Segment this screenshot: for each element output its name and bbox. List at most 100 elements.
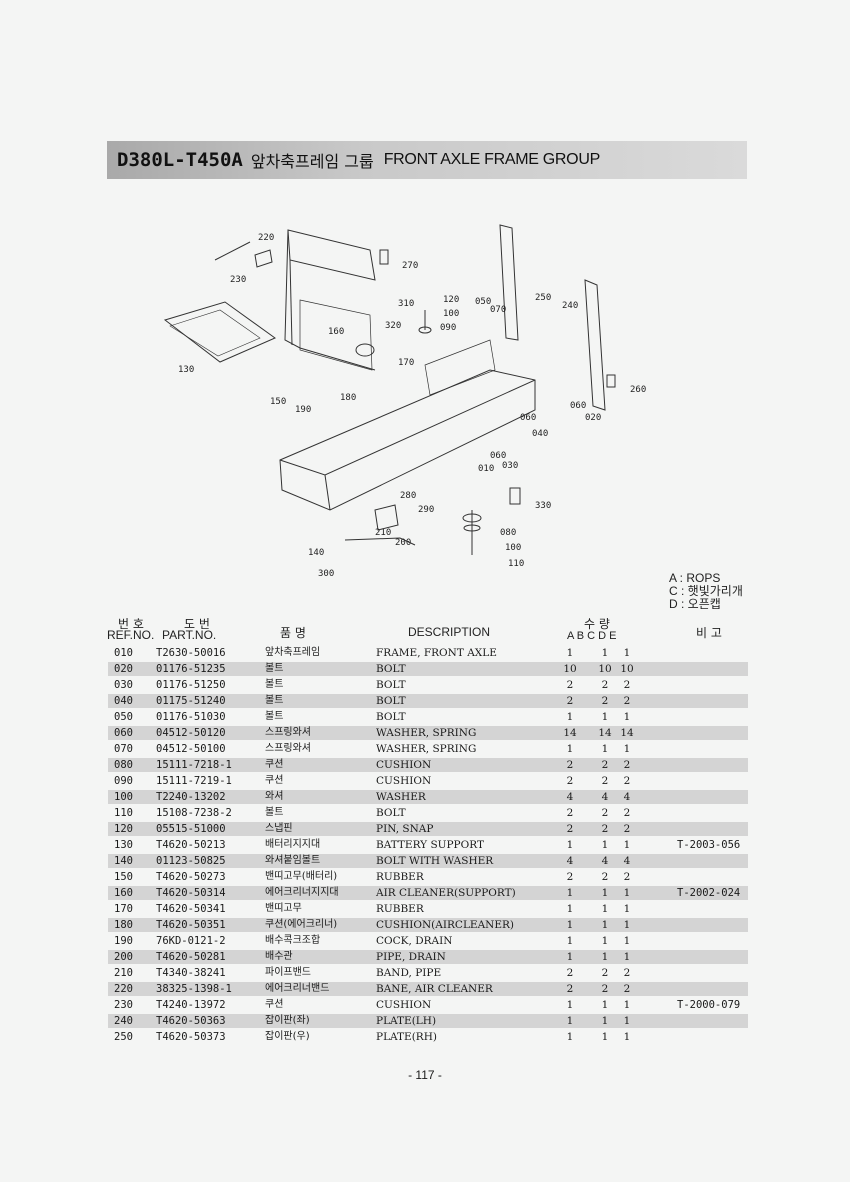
part-no-cell: T4240-13972 [156, 999, 226, 1011]
qty-a-cell: 10 [563, 663, 577, 675]
description-cell: CUSHION [376, 759, 432, 771]
qty-a-cell: 2 [566, 695, 574, 707]
ref-no-cell: 250 [114, 1031, 133, 1043]
description-cell: FRAME, FRONT AXLE [376, 647, 497, 659]
part-no-cell: 04512-50100 [156, 743, 226, 755]
legend-a: A : ROPS [669, 571, 721, 585]
front-axle-frame-corner [324, 474, 331, 511]
part-no-cell: 05515-51000 [156, 823, 226, 835]
part-no-cell: 01176-51250 [156, 679, 226, 691]
qty-c-cell: 2 [601, 759, 609, 771]
ref-no-cell: 020 [114, 663, 133, 675]
plate-lh-shape [584, 279, 606, 411]
korean-name-cell: 에어크리너밴드 [265, 983, 330, 994]
korean-name-cell: 와셔 [265, 791, 284, 802]
korean-name-cell: 잡이판(좌) [265, 1015, 310, 1026]
header-quantity-columns: A B C D E [567, 630, 617, 642]
part-no-cell: 01123-50825 [156, 855, 226, 867]
callout-210: 210 [375, 528, 391, 538]
description-cell: PLATE(RH) [376, 1031, 437, 1043]
part-no-cell: T4620-50341 [156, 903, 226, 915]
qty-c-cell: 1 [601, 951, 609, 963]
header-remark: 비 고 [696, 626, 722, 640]
qty-c-cell: 4 [601, 791, 609, 803]
korean-name-cell: 스냅핀 [265, 823, 293, 834]
description-cell: BATTERY SUPPORT [376, 839, 484, 851]
header-description: DESCRIPTION [408, 625, 491, 639]
qty-d-cell: 1 [623, 951, 631, 963]
cushion-260-shape [606, 374, 616, 388]
callout-290: 290 [418, 505, 434, 515]
qty-c-cell: 2 [601, 967, 609, 979]
variant-legend: A : ROPS C : 햇빛가리개 D : 오픈캡 [669, 572, 743, 611]
callout-160: 160 [328, 327, 344, 337]
front-axle-frame-shape [279, 369, 536, 511]
description-cell: BOLT [376, 695, 406, 707]
korean-name-cell: 잡이판(우) [265, 1031, 310, 1042]
callout-010: 010 [478, 464, 494, 474]
part-no-cell: 38325-1398-1 [156, 983, 232, 995]
battery-support-inner [169, 309, 261, 357]
ref-no-cell: 200 [114, 951, 133, 963]
callout-120: 120 [443, 295, 459, 305]
ref-no-cell: 050 [114, 711, 133, 723]
qty-a-cell: 2 [566, 967, 574, 979]
callout-170: 170 [398, 358, 414, 368]
qty-a-cell: 1 [566, 743, 574, 755]
korean-name-cell: 볼트 [265, 663, 284, 674]
qty-c-cell: 2 [601, 679, 609, 691]
qty-c-cell: 2 [601, 983, 609, 995]
qty-c-cell: 1 [601, 839, 609, 851]
korean-name-cell: 볼트 [265, 679, 284, 690]
qty-a-cell: 2 [566, 871, 574, 883]
qty-d-cell: 1 [623, 887, 631, 899]
ref-no-cell: 210 [114, 967, 133, 979]
description-cell: WASHER [376, 791, 426, 803]
qty-a-cell: 2 [566, 823, 574, 835]
ref-no-cell: 160 [114, 887, 133, 899]
qty-c-cell: 4 [601, 855, 609, 867]
part-no-cell: T2630-50016 [156, 647, 226, 659]
description-cell: BAND, PIPE [376, 967, 442, 979]
korean-name-cell: 볼트 [265, 807, 284, 818]
qty-d-cell: 2 [623, 775, 631, 787]
qty-d-cell: 1 [623, 1031, 631, 1043]
ref-no-cell: 150 [114, 871, 133, 883]
korean-name-cell: 에어크리너지지대 [265, 887, 339, 898]
ref-no-cell: 060 [114, 727, 133, 739]
callout-330: 330 [535, 501, 551, 511]
qty-c-cell: 1 [601, 903, 609, 915]
band-shape [214, 241, 251, 261]
part-no-cell: 01175-51240 [156, 695, 226, 707]
description-cell: WASHER, SPRING [376, 727, 477, 739]
part-no-cell: T4620-50373 [156, 1031, 226, 1043]
callout-140: 140 [308, 548, 324, 558]
part-no-cell: 76KD-0121-2 [156, 935, 226, 947]
frame-upper-panel [424, 339, 496, 396]
korean-name-cell: 와셔붙임볼트 [265, 855, 321, 866]
cushion-330-shape [509, 487, 521, 505]
part-no-cell: T4620-50273 [156, 871, 226, 883]
callout-030: 030 [502, 461, 518, 471]
callout-180: 180 [340, 393, 356, 403]
header-quantity-korean: 수 량 [584, 617, 610, 631]
qty-a-cell: 1 [566, 999, 574, 1011]
exploded-parts-diagram: 220 230 270 250 240 260 310 320 120 100 … [160, 220, 660, 580]
qty-d-cell: 4 [623, 855, 631, 867]
part-no-cell: T2240-13202 [156, 791, 226, 803]
callout-250: 250 [535, 293, 551, 303]
callout-050: 050 [475, 297, 491, 307]
qty-d-cell: 1 [623, 647, 631, 659]
qty-d-cell: 2 [623, 823, 631, 835]
battery-support-shape [163, 301, 277, 363]
qty-c-cell: 2 [601, 823, 609, 835]
part-no-cell: 01176-51235 [156, 663, 226, 675]
